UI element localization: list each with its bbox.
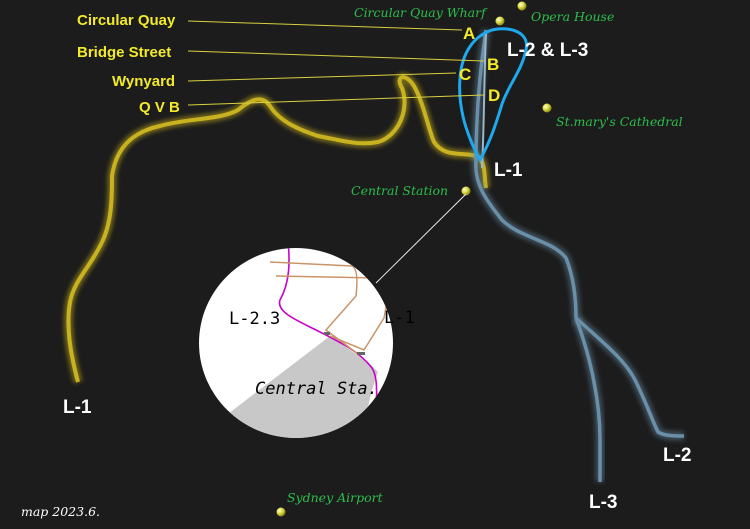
route-l1 — [63, 72, 491, 384]
circular-quay-wharf-marker — [495, 16, 505, 26]
landmark-circular-quay-wharf: Circular Quay Wharf — [354, 5, 488, 20]
route-l2-l3 — [471, 29, 685, 482]
inset-station-area — [220, 336, 378, 438]
inset-label-central-sta: Central Sta. — [255, 379, 378, 399]
station-name-bridge-street: Bridge Street — [77, 44, 171, 61]
line-label-l1-west: L-1 — [63, 397, 92, 418]
station-letter-b: B — [487, 55, 499, 74]
central-station-inset: L-2.3 L-1 Central Sta. — [199, 248, 415, 438]
station-name-qvb: Q V B — [139, 99, 180, 116]
landmark-opera-house: Opera House — [531, 9, 614, 24]
leader-line-b — [187, 50, 485, 62]
inset-stop-a — [324, 332, 330, 335]
inset-label-l1: L-1 — [384, 308, 415, 328]
station-leader-lines — [187, 20, 485, 106]
city-loop-outline — [458, 27, 528, 162]
central-station-marker — [461, 186, 471, 196]
station-letter-d: D — [488, 86, 500, 105]
station-letter-c: C — [459, 65, 471, 84]
line-label-l2-end: L-2 — [663, 445, 692, 466]
inset-label-l23: L-2.3 — [229, 309, 280, 329]
station-name-circular-quay: Circular Quay — [77, 12, 176, 29]
landmark-st-marys: St.mary's Cathedral — [556, 114, 683, 129]
map-date-note: map 2023.6. — [21, 504, 100, 519]
leader-line-c — [187, 72, 457, 82]
opera-house-marker — [517, 1, 527, 11]
leader-line-d — [187, 94, 485, 106]
inset-connector-line — [375, 193, 467, 284]
line-label-l1-center: L-1 — [494, 160, 523, 181]
line-label-l3-end: L-3 — [589, 492, 618, 513]
st-marys-marker — [542, 103, 552, 113]
sydney-airport-marker — [276, 507, 286, 517]
station-letter-a: A — [463, 24, 475, 43]
landmark-sydney-airport: Sydney Airport — [287, 490, 384, 505]
landmark-central-station: Central Station — [351, 183, 448, 198]
inset-l23-track — [278, 248, 378, 438]
inset-l1-track-a — [269, 261, 359, 355]
line-label-l2-l3: L-2 & L-3 — [507, 40, 588, 61]
inset-stop-b — [357, 352, 365, 355]
leader-line-a — [187, 20, 463, 31]
station-name-wynyard: Wynyard — [112, 73, 175, 90]
